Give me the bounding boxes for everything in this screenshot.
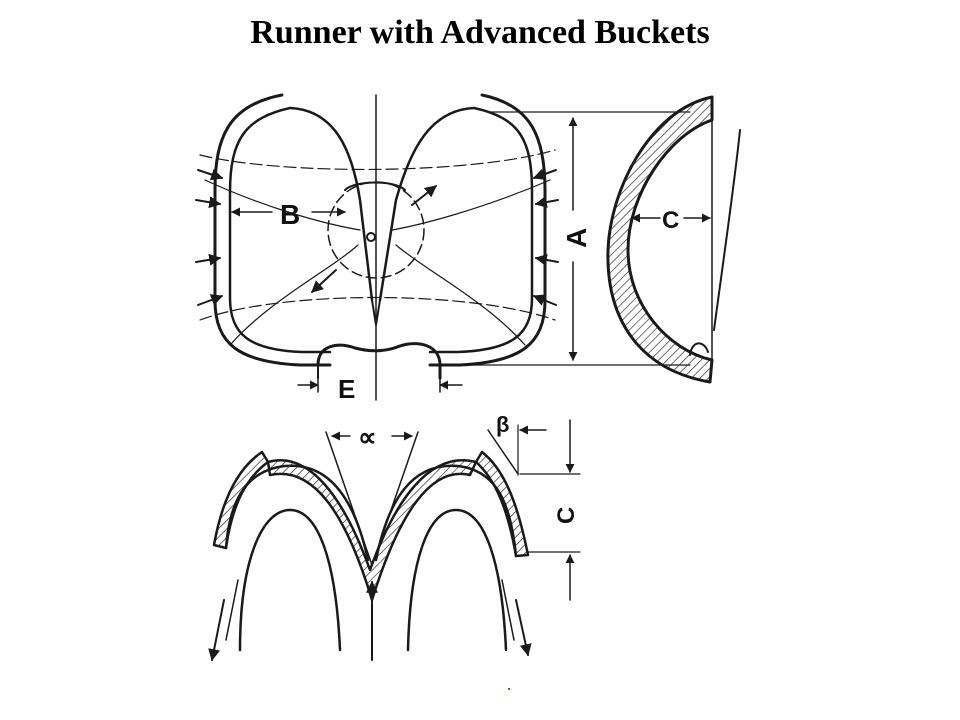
- bucket-front-view: [195, 93, 691, 401]
- label-alpha: ∝: [358, 422, 377, 452]
- label-c-side: C: [662, 207, 679, 234]
- bucket-section-view: [208, 419, 581, 662]
- slide-title: Runner with Advanced Buckets: [250, 14, 710, 51]
- label-b: B: [280, 199, 300, 230]
- label-e: E: [338, 374, 355, 404]
- label-beta: β: [496, 412, 509, 437]
- stray-dot: [508, 688, 510, 690]
- label-c-section: C: [553, 507, 580, 524]
- bucket-side-view: [606, 95, 741, 384]
- label-a: A: [561, 228, 592, 248]
